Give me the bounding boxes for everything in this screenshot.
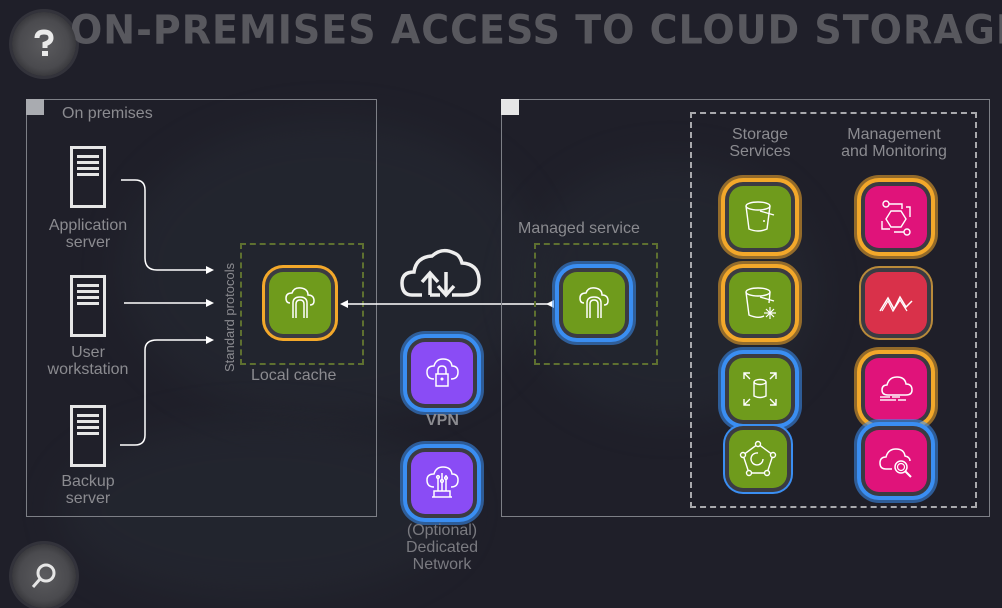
user-workstation-icon	[70, 275, 106, 337]
managed-service-boundary	[534, 243, 658, 365]
vpn-tile[interactable]	[411, 342, 473, 404]
cloud-provider-icon	[501, 99, 519, 115]
cloud-insights-tile[interactable]	[865, 430, 927, 492]
managed-gateway-tile[interactable]	[563, 272, 625, 334]
eventbridge-tile[interactable]	[865, 186, 927, 248]
bucket-icon	[745, 201, 775, 232]
cloud-upload-download-icon	[400, 248, 481, 298]
standard-protocols-label: Standard protocols	[222, 262, 237, 372]
cloud-search-icon	[879, 448, 912, 478]
cloud-fiber-icon	[426, 466, 459, 498]
storage-gateway-icon	[579, 287, 609, 318]
storage-gateway-icon	[285, 287, 315, 318]
dedicated-network-tile[interactable]	[411, 452, 473, 514]
question-icon	[34, 29, 54, 56]
storage-services-header: Storage Services	[729, 126, 791, 160]
backup-server-label: Backup server	[61, 473, 115, 507]
dedicated-network-label: (Optional) Dedicated Network	[405, 522, 479, 573]
magnifier-icon	[31, 563, 56, 588]
vpn-label: VPN	[426, 412, 459, 429]
cloud-lock-icon	[426, 358, 459, 387]
pentagon-network-icon	[739, 440, 777, 477]
mountain-wave-icon	[879, 295, 913, 313]
bucket-snowflake-icon	[745, 287, 776, 319]
backup-service-tile[interactable]	[729, 430, 787, 488]
help-button[interactable]	[12, 12, 76, 76]
elastic-file-system-tile[interactable]	[729, 358, 791, 420]
building-icon	[26, 99, 44, 115]
user-workstation-label: User workstation	[47, 344, 129, 378]
on-premises-group	[26, 99, 377, 517]
s3-bucket-tile[interactable]	[729, 186, 791, 248]
cloud-group	[501, 99, 990, 517]
backup-server-icon	[70, 405, 106, 467]
application-server-label: Application server	[48, 217, 128, 251]
local-cache-gateway-tile[interactable]	[269, 272, 331, 334]
managed-service-label: Managed service	[518, 220, 640, 237]
expand-cylinder-icon	[743, 372, 777, 406]
monitoring-tile[interactable]	[865, 272, 927, 334]
background-shape	[60, 420, 460, 600]
application-server-icon	[70, 146, 106, 208]
cloudwatch-logs-tile[interactable]	[865, 358, 927, 420]
cloud-speed-icon	[880, 376, 913, 401]
search-button[interactable]	[12, 544, 76, 608]
local-cache-label: Local cache	[251, 367, 337, 384]
hexagon-network-icon	[881, 200, 911, 236]
services-boundary	[690, 112, 977, 508]
on-premises-label: On premises	[62, 105, 153, 122]
management-monitoring-header: Management and Monitoring	[841, 126, 947, 160]
page-title: ON-PREMISES ACCESS TO CLOUD STORAGE	[70, 6, 1002, 54]
s3-glacier-tile[interactable]	[729, 272, 791, 334]
